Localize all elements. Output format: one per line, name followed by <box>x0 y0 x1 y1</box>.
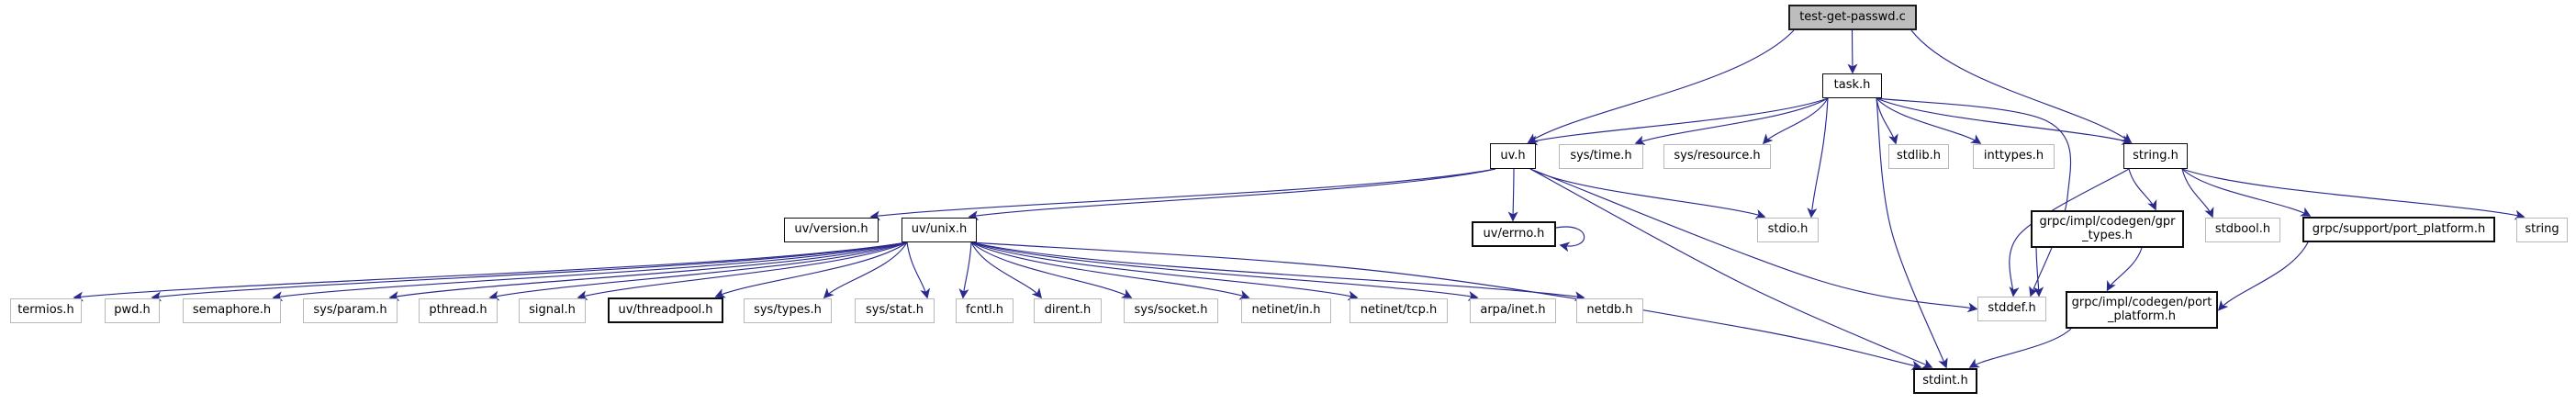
node-semaphore[interactable]: semaphore.h <box>183 298 281 323</box>
node-codegenpp[interactable]: grpc/impl/codegen/port _platform.h <box>2066 291 2218 329</box>
node-sysparam[interactable]: sys/param.h <box>303 298 398 323</box>
edge-task-stdint <box>1876 97 1948 369</box>
edge-uvunix-semaphore <box>272 241 908 302</box>
edge-uvunix-netinettcp <box>970 241 1359 301</box>
node-uvunix[interactable]: uv/unix.h <box>902 218 977 242</box>
node-stdbool[interactable]: stdbool.h <box>2205 218 2280 242</box>
node-stddef[interactable]: stddef.h <box>1977 297 2046 321</box>
edge-uv-uverrno <box>1507 168 1518 222</box>
node-signal[interactable]: signal.h <box>519 298 586 323</box>
node-systime[interactable]: sys/time.h <box>1559 144 1643 169</box>
node-netinetin[interactable]: netinet/in.h <box>1241 298 1331 323</box>
edge-task-systime <box>1634 97 1829 146</box>
node-termios[interactable]: termios.h <box>10 298 82 323</box>
node-supportpp[interactable]: grpc/support/port_platform.h <box>2302 217 2495 242</box>
node-stringh[interactable]: string.h <box>2123 143 2188 169</box>
edge-supportpp-codegenpp <box>2217 241 2309 311</box>
node-stdlib[interactable]: stdlib.h <box>1888 144 1949 169</box>
edge-uvunix-arpainet <box>970 241 1479 301</box>
edge-uvunix-fcntl <box>958 241 972 299</box>
edge-stringh-gprtypes <box>2128 168 2157 211</box>
edge-uvunix-netdb <box>970 241 1585 302</box>
edge-task-stdlib <box>1876 97 1898 145</box>
node-systypes[interactable]: sys/types.h <box>744 298 832 323</box>
edge-uvunix-netinetin <box>970 241 1250 300</box>
edge-uv-uvversion <box>869 168 1496 221</box>
node-uvversion[interactable]: uv/version.h <box>784 218 879 242</box>
edge-uv-stddef <box>1529 168 1978 313</box>
node-netdb[interactable]: netdb.h <box>1576 298 1643 323</box>
node-netinettcp[interactable]: netinet/tcp.h <box>1350 298 1448 323</box>
node-stdio[interactable]: stdio.h <box>1757 218 1819 242</box>
node-uv[interactable]: uv.h <box>1490 143 1536 169</box>
edge-uvunix-stdint <box>970 241 1922 371</box>
edge-task-inttypes <box>1876 97 1982 144</box>
edge-uv-uverrno-loop <box>1555 226 1585 252</box>
node-uverrno[interactable]: uv/errno.h <box>1472 221 1556 247</box>
edge-codegenpp-stdint <box>1968 328 2072 368</box>
node-sysresource[interactable]: sys/resource.h <box>1663 144 1771 169</box>
node-syssocket[interactable]: sys/socket.h <box>1124 298 1218 323</box>
node-fcntl[interactable]: fcntl.h <box>956 298 1014 323</box>
node-threadpool[interactable]: uv/threadpool.h <box>608 297 723 323</box>
edge-uvunix-pwd <box>151 241 908 302</box>
edge-uvunix-dirent <box>970 241 1042 299</box>
edge-gprtypes-stddef <box>2033 247 2044 297</box>
node-stdint[interactable]: stdint.h <box>1913 368 1977 394</box>
edge-task-stringh <box>1876 97 2133 145</box>
edge-uvunix-termios <box>73 241 908 302</box>
edge-stringh-stringnode <box>2181 168 2526 220</box>
edge-stringh-stddef <box>2009 168 2130 297</box>
node-stringnode[interactable]: string <box>2516 218 2568 242</box>
edge-test-task <box>1847 29 1858 74</box>
edge-uv-stdint <box>1529 168 1933 369</box>
edge-task-stdio <box>1807 97 1829 219</box>
node-inttypes[interactable]: inttypes.h <box>1973 144 2055 169</box>
edge-uvunix-threadpool <box>714 241 908 298</box>
edge-uv-uvunix <box>968 168 1496 221</box>
node-pthread[interactable]: pthread.h <box>419 298 498 323</box>
edge-task-uv <box>1527 97 1829 146</box>
node-test[interactable]: test-get-passwd.c <box>1788 5 1917 30</box>
edge-uvunix-systypes <box>823 241 908 299</box>
edge-stringh-stdbool <box>2181 168 2214 219</box>
node-dirent[interactable]: dirent.h <box>1034 298 1102 323</box>
node-pwd[interactable]: pwd.h <box>105 298 160 323</box>
edge-uvunix-syssocket <box>970 241 1133 298</box>
node-sysstat[interactable]: sys/stat.h <box>855 298 935 323</box>
edge-stringh-supportpp <box>2181 168 2312 217</box>
edge-test-uv <box>1527 29 1795 143</box>
node-gprtypes[interactable]: grpc/impl/codegen/gpr _types.h <box>2031 210 2184 248</box>
edge-gprtypes-codegenpp <box>2106 247 2143 292</box>
edge-uvunix-sysparam <box>388 241 908 301</box>
node-arpainet[interactable]: arpa/inet.h <box>1470 298 1556 323</box>
edge-uvunix-sysstat <box>906 241 931 299</box>
edge-task-sysresource <box>1762 97 1829 145</box>
edge-test-stringh <box>1910 29 2133 143</box>
edge-uvunix-pthread <box>488 241 908 301</box>
node-task[interactable]: task.h <box>1822 73 1882 98</box>
edge-uvunix-signal <box>577 241 908 301</box>
